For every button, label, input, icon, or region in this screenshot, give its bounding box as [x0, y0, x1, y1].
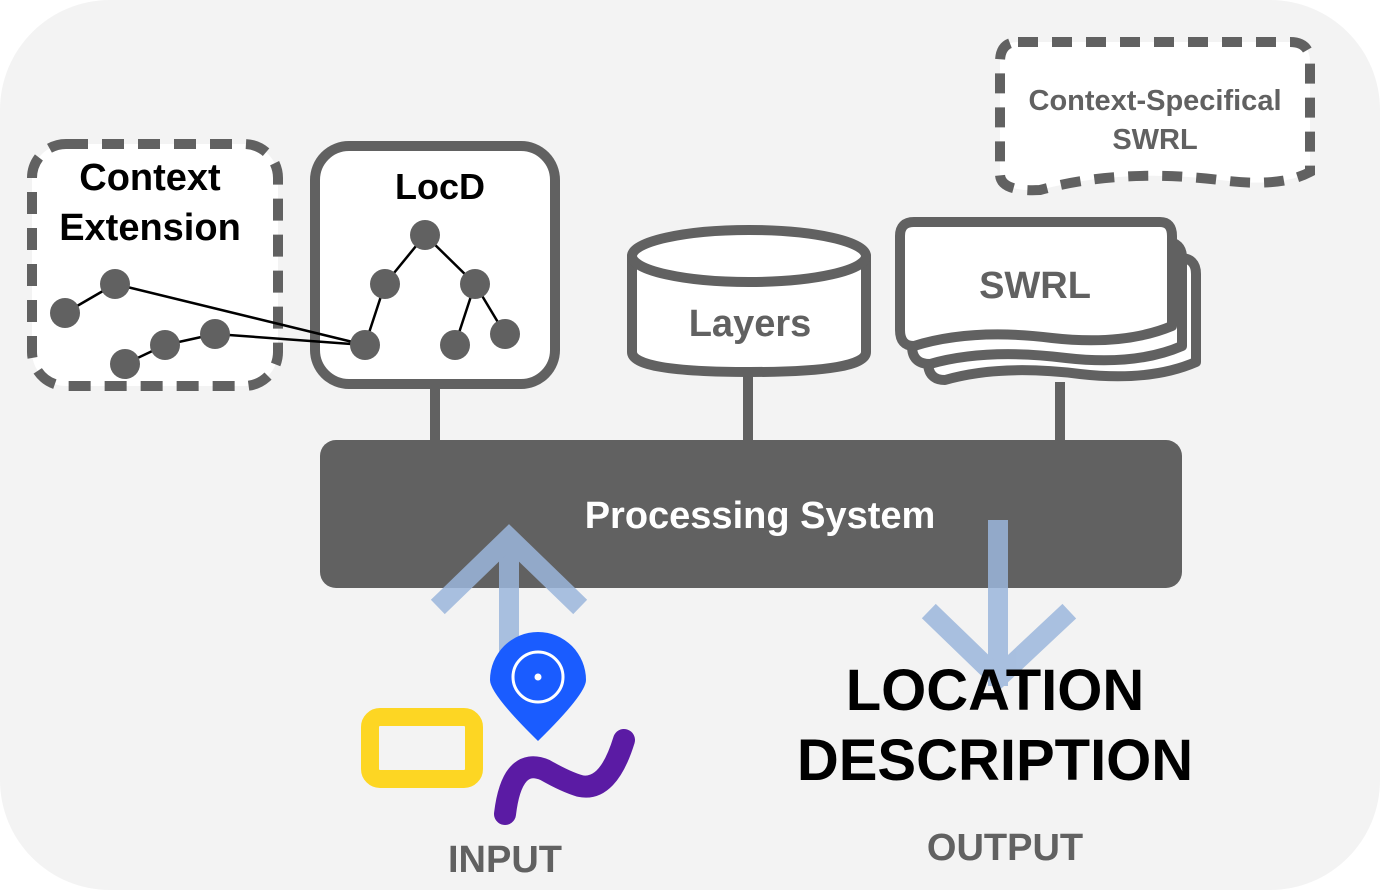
- context-specific-swrl-box: Context-Specifical SWRL: [995, 37, 1315, 196]
- context-specific-swrl-line1: Context-Specifical: [1029, 85, 1282, 117]
- location-description-line1: LOCATION: [846, 658, 1145, 723]
- swrl-label: SWRL: [979, 265, 1091, 307]
- database-icon: Layers: [627, 225, 871, 377]
- output-label: OUTPUT: [927, 827, 1083, 869]
- context-extension-title-line1: Context: [79, 157, 221, 199]
- graph-nodes: [50, 220, 520, 379]
- context-specific-swrl-line2: SWRL: [1112, 124, 1197, 156]
- input-label: INPUT: [448, 839, 562, 881]
- up-arrow-icon: [430, 524, 588, 670]
- connector-lines: [430, 372, 1065, 442]
- stacked-documents-icon: [895, 217, 1201, 385]
- squiggle-line-icon: [494, 729, 635, 825]
- location-description-line2: DESCRIPTION: [797, 728, 1193, 793]
- layers-label: Layers: [689, 303, 812, 345]
- locd-title: LocD: [395, 166, 485, 207]
- context-extension-title-line2: Extension: [59, 207, 241, 249]
- processing-system-label: Processing System: [585, 495, 936, 537]
- down-arrow-icon: [921, 520, 1077, 692]
- processing-system-bar: Processing System: [320, 440, 1182, 588]
- rectangle-shape-icon: [361, 708, 483, 788]
- map-pin-icon: [490, 632, 586, 741]
